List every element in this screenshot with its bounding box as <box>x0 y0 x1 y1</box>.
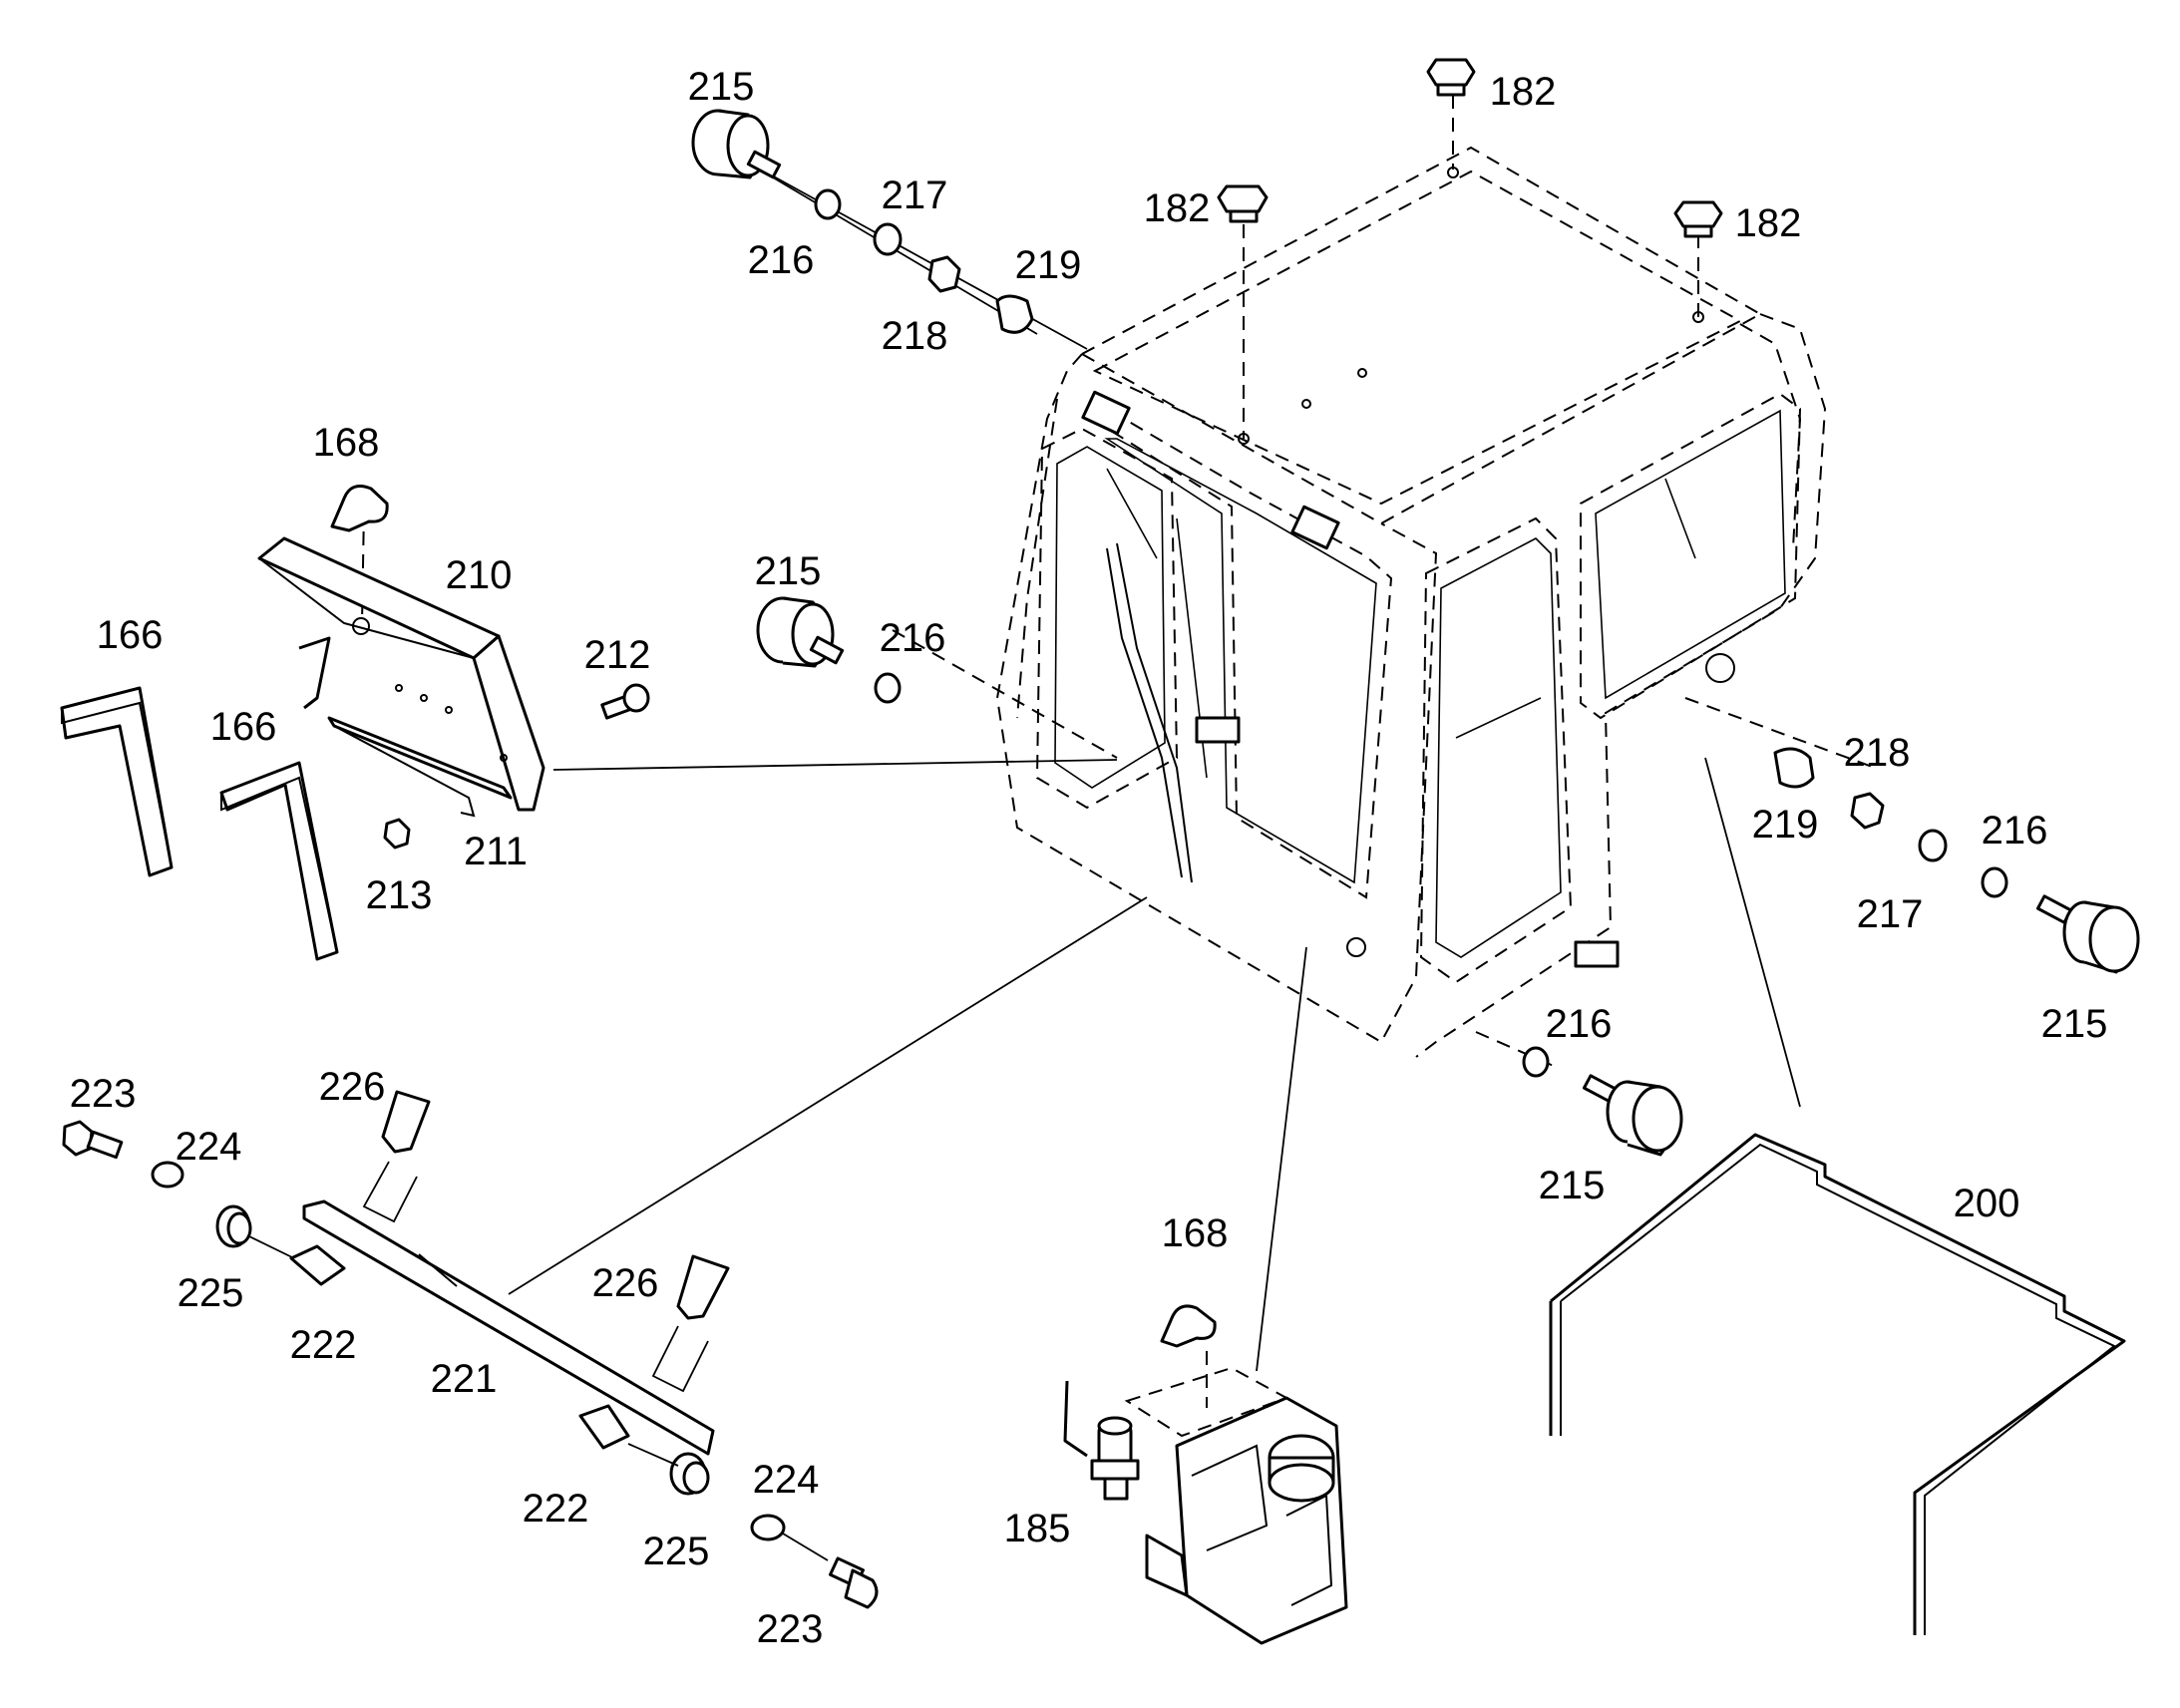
nut-218-b <box>1850 792 1885 830</box>
callout-c-215-d: 215 <box>1539 1164 1606 1207</box>
bumper-219-b <box>1773 747 1815 789</box>
callout-c-211: 211 <box>464 830 528 873</box>
nut-218-a <box>927 255 961 293</box>
washer-224-a <box>151 1161 184 1189</box>
callout-c-217-b: 217 <box>1857 892 1924 936</box>
washer-216-c <box>1981 866 2008 898</box>
callout-c-224-b: 224 <box>753 1458 820 1502</box>
callout-c-222-b: 222 <box>523 1487 589 1531</box>
mount-stack-lower <box>1522 1046 1683 1157</box>
washer-224-b <box>750 1514 786 1541</box>
callout-labels: 215 182 217 182 182 216 219 218 168 210 215 166 216 2… <box>70 65 2108 1651</box>
callout-c-225-b: 225 <box>643 1530 710 1573</box>
callout-c-226-b: 226 <box>592 1261 659 1305</box>
callout-c-182-a: 182 <box>1490 70 1557 114</box>
callout-c-219-a: 219 <box>1015 243 1082 287</box>
callout-c-182-b: 182 <box>1144 186 1211 230</box>
callout-c-200: 200 <box>1954 1182 2020 1225</box>
key-168-b <box>1160 1304 1217 1348</box>
cab-assembly <box>995 146 1827 1058</box>
bumper-219-a <box>995 294 1034 334</box>
washer-216-a <box>814 188 842 220</box>
callout-c-216-c: 216 <box>1982 809 2048 853</box>
callout-c-222-a: 222 <box>290 1323 357 1367</box>
bracket-210-assembly <box>257 485 650 850</box>
callout-c-185: 185 <box>1004 1507 1071 1550</box>
callout-c-216-b: 216 <box>880 616 946 660</box>
callout-c-215-b: 215 <box>755 549 822 593</box>
callout-c-216-a: 216 <box>748 238 815 282</box>
callout-c-215-c: 215 <box>2041 1002 2108 1046</box>
callout-c-218-a: 218 <box>882 314 948 358</box>
callout-c-168-a: 168 <box>313 421 380 465</box>
washer-217-a <box>873 222 903 256</box>
hex-keys-166 <box>60 686 339 961</box>
callout-c-168-b: 168 <box>1162 1211 1229 1255</box>
plugs-182 <box>1217 58 1723 238</box>
frame-200 <box>1549 1133 2126 1635</box>
callout-c-225-a: 225 <box>178 1271 244 1315</box>
callout-c-213: 213 <box>366 873 433 917</box>
washer-tank-185 <box>1063 1304 1348 1645</box>
rail-221-assembly <box>62 1090 879 1609</box>
callout-c-210: 210 <box>446 553 513 597</box>
callout-c-182-c: 182 <box>1735 201 1802 245</box>
callout-c-223-b: 223 <box>757 1607 824 1651</box>
callout-c-221: 221 <box>431 1357 498 1401</box>
callout-c-224-a: 224 <box>176 1125 242 1169</box>
callout-c-166-a: 166 <box>97 613 164 657</box>
callout-c-223-a: 223 <box>70 1072 137 1116</box>
nut-213 <box>383 818 411 850</box>
washer-217-b <box>1918 829 1948 862</box>
leader-lines <box>361 95 1876 1372</box>
callout-c-216-d: 216 <box>1546 1002 1613 1046</box>
washer-216-d <box>1522 1046 1550 1078</box>
callout-c-219-b: 219 <box>1752 803 1819 847</box>
key-168-a <box>330 485 389 532</box>
callout-c-226-a: 226 <box>319 1065 386 1109</box>
washer-216-b <box>874 672 902 704</box>
mount-stack-top <box>691 109 1038 335</box>
mount-stack-right <box>1773 747 2140 974</box>
callout-c-218-b: 218 <box>1844 731 1911 775</box>
mount-stack-left <box>756 596 902 704</box>
callout-c-217-a: 217 <box>882 173 948 217</box>
callout-c-166-b: 166 <box>210 705 277 749</box>
callout-c-212: 212 <box>584 633 651 677</box>
callout-c-215-a: 215 <box>688 65 755 109</box>
